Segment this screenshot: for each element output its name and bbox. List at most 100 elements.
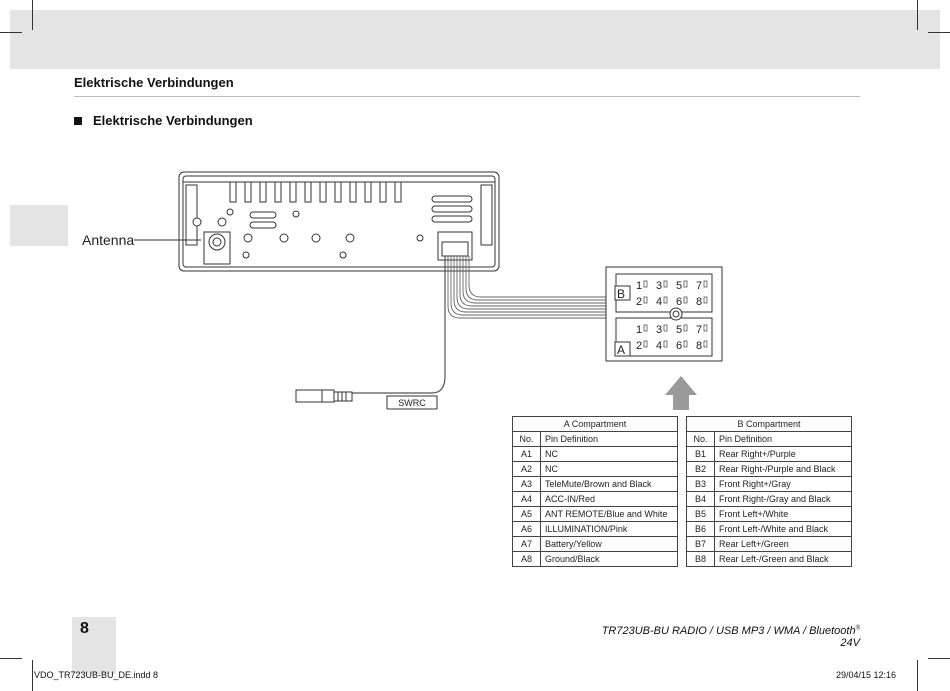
column-header-no: No.: [686, 431, 715, 447]
pin-label: 3: [656, 324, 662, 336]
pin-definition: Rear Left+/Green: [714, 536, 852, 552]
pin-number: A4: [512, 491, 541, 507]
swrc-cable: [352, 256, 446, 394]
pin-number: A5: [512, 506, 541, 522]
pin-number: B3: [686, 476, 715, 492]
pin-definition: ILLUMINATION/Pink: [540, 521, 678, 537]
connector-b-label: B: [617, 287, 625, 301]
column-header-no: No.: [512, 431, 541, 447]
column-header-definition: Pin Definition: [540, 431, 678, 447]
vent-slots: [249, 195, 473, 229]
pin-number: B7: [686, 536, 715, 552]
table-title: B Compartment: [686, 416, 852, 432]
crop-mark: [917, 0, 918, 30]
pin-label: 7: [696, 280, 702, 292]
pin-label: 4: [656, 296, 662, 308]
pin-label: 4: [656, 340, 662, 352]
antenna-socket: [203, 231, 231, 265]
pin-definition: TeleMute/Brown and Black: [540, 476, 678, 492]
crop-mark: [0, 658, 22, 659]
swrc-label-box: [386, 395, 438, 410]
connector-a-pins: 1 3 5 7 2 4 6 8: [636, 324, 702, 352]
header-band: [10, 10, 940, 69]
page-number-box: [72, 617, 116, 674]
pin-number: B5: [686, 506, 715, 522]
swrc-plug: [295, 389, 353, 403]
page-number: 8: [80, 620, 89, 637]
column-header-definition: Pin Definition: [714, 431, 852, 447]
pin-slots: [643, 280, 708, 348]
pin-label: 5: [676, 280, 682, 292]
square-bullet-icon: [74, 116, 82, 125]
connector-a-label: A: [617, 343, 625, 357]
antenna-label: Antenna: [82, 232, 134, 248]
pin-number: A6: [512, 521, 541, 537]
harness-socket: [437, 231, 473, 261]
pin-label: 6: [676, 296, 682, 308]
pin-definition: Front Right-/Gray and Black: [714, 491, 852, 507]
pin-definition: Rear Right-/Purple and Black: [714, 461, 852, 477]
pin-label: 1: [636, 324, 642, 336]
pin-label: 7: [696, 324, 702, 336]
crop-mark: [928, 32, 950, 33]
pin-label: 8: [696, 296, 702, 308]
pin-definition: Ground/Black: [540, 551, 678, 567]
mounting-screws: [192, 208, 424, 259]
pin-number: A7: [512, 536, 541, 552]
pin-definition: Rear Left-/Green and Black: [714, 551, 852, 567]
connector-pins: 1 3 5 7 2 4 6 8 1 3 5 7 2 4 6 8: [636, 280, 702, 352]
pin-label: 5: [676, 324, 682, 336]
slug-date: 29/04/15 12:16: [836, 670, 897, 680]
pin-number: B8: [686, 551, 715, 567]
pin-label: 2: [636, 340, 642, 352]
pin-definition: ACC-IN/Red: [540, 491, 678, 507]
footer-voltage: 24V: [840, 637, 860, 649]
crop-mark: [0, 32, 22, 33]
footer-product: TR723UB-BU RADIO / USB MP3 / WMA / Bluet…: [588, 625, 860, 649]
side-tab: [10, 205, 68, 246]
pin-definition: Battery/Yellow: [540, 536, 678, 552]
swrc-label: SWRC: [398, 398, 426, 408]
pin-number: A8: [512, 551, 541, 567]
crop-mark: [32, 660, 33, 691]
section-divider: [74, 96, 860, 97]
trademark-symbol: ®: [855, 625, 860, 632]
pin-label: 3: [656, 280, 662, 292]
pin-definition: Front Right+/Gray: [714, 476, 852, 492]
pin-definition: ANT REMOTE/Blue and White: [540, 506, 678, 522]
pin-label: 8: [696, 340, 702, 352]
pin-definition: Rear Right+/Purple: [714, 446, 852, 462]
connector-b-pins: 1 3 5 7 2 4 6 8: [636, 280, 702, 308]
subheading-text: Elektrische Verbindungen: [93, 113, 253, 128]
arrow-up-icon: [665, 376, 697, 410]
pin-number: B4: [686, 491, 715, 507]
pin-label: 6: [676, 340, 682, 352]
heat-sink-fins: [229, 181, 402, 203]
pin-number: A2: [512, 461, 541, 477]
pin-definition: Front Left-/White and Black: [714, 521, 852, 537]
pin-number: B1: [686, 446, 715, 462]
table-title: A Compartment: [512, 416, 678, 432]
pin-number: B2: [686, 461, 715, 477]
pin-number: A1: [512, 446, 541, 462]
pin-definition: Front Left+/White: [714, 506, 852, 522]
slug-file: VDO_TR723UB-BU_DE.indd 8: [34, 670, 159, 680]
footer-product-line: TR723UB-BU RADIO / USB MP3 / WMA / Bluet…: [601, 625, 856, 637]
